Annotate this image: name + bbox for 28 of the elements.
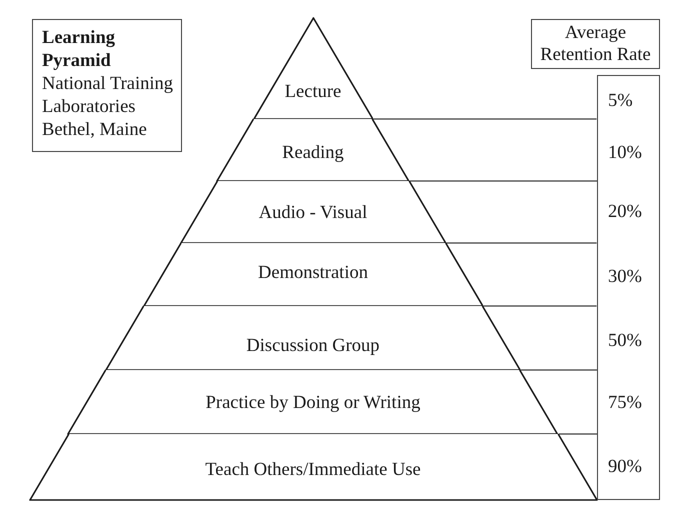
layer-label: Practice by Doing or Writing bbox=[206, 392, 420, 414]
rate-value: 75% bbox=[608, 392, 642, 414]
pyramid-layer bbox=[216, 118, 410, 182]
layer-label: Discussion Group bbox=[246, 335, 380, 357]
body-text: National Training Laboratories bbox=[42, 73, 174, 119]
rate-value: 30% bbox=[608, 266, 642, 288]
layer-label: Reading bbox=[282, 142, 344, 164]
rate-column bbox=[597, 75, 660, 500]
rate-value: 10% bbox=[608, 142, 642, 164]
rate-value: 5% bbox=[608, 90, 633, 112]
info-panel bbox=[32, 19, 182, 152]
layer-label: Demonstration bbox=[258, 262, 368, 284]
pyramid-layer bbox=[28, 433, 598, 501]
pyramid-layer bbox=[142, 242, 484, 307]
pyramid-layer bbox=[180, 180, 446, 244]
layer-label: Teach Others/Immediate Use bbox=[205, 459, 421, 481]
heading-panel bbox=[531, 19, 660, 69]
rate-value: 50% bbox=[608, 330, 642, 352]
pyramid-apex-layer bbox=[252, 17, 374, 120]
body-text: Bethel, Maine bbox=[42, 119, 147, 142]
column-heading: Average Retention Rate bbox=[539, 22, 652, 66]
pyramid-layer bbox=[67, 369, 559, 435]
rate-value: 90% bbox=[608, 456, 642, 478]
layer-label: Lecture bbox=[284, 81, 342, 103]
pyramid-layer bbox=[104, 305, 522, 371]
rate-value: 20% bbox=[608, 201, 642, 223]
layer-label: Audio - Visual bbox=[258, 202, 368, 224]
title-text: Learning Pyramid bbox=[42, 27, 116, 73]
